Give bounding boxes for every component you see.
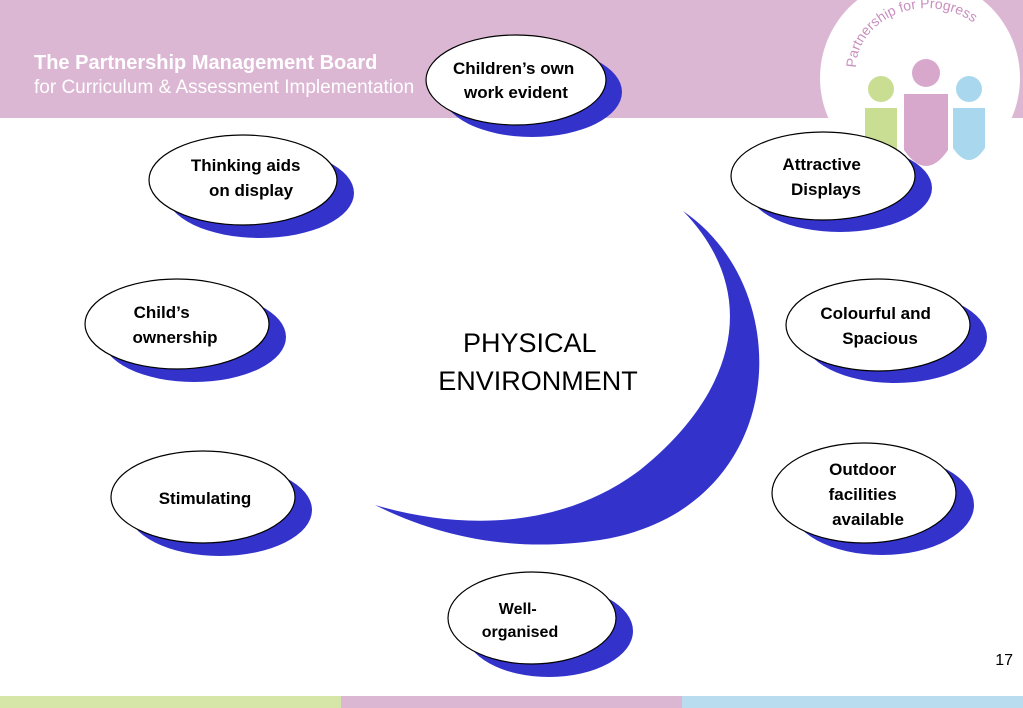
node-ellipse xyxy=(730,131,916,221)
node-colourful-spacious: Colourful and Spacious xyxy=(785,278,987,383)
node-ellipse xyxy=(84,278,270,370)
node-ellipse xyxy=(447,571,617,665)
node-well-organised: Well- organised xyxy=(447,571,633,677)
node-label: Children’s own work evident xyxy=(453,59,579,102)
node-childs-ownership: Child’s ownership xyxy=(84,278,286,382)
node-attractive-displays: Attractive Displays xyxy=(730,131,932,232)
node-ellipse xyxy=(425,34,607,126)
node-label: Stimulating xyxy=(159,489,252,508)
node-ellipse xyxy=(148,134,338,226)
footer-strip-blue xyxy=(682,696,1023,708)
node-label: Attractive Displays xyxy=(782,155,865,199)
center-label: PHYSICAL ENVIRONMENT xyxy=(438,328,638,396)
header-subtitle: for Curriculum & Assessment Implementati… xyxy=(34,77,415,98)
center-crescent-arc xyxy=(375,211,760,545)
node-label: Well- organised xyxy=(482,601,558,641)
node-ellipse xyxy=(771,442,957,544)
node-ellipse xyxy=(110,450,296,544)
center-label-line-1: PHYSICAL xyxy=(463,328,597,358)
node-label: Colourful and Spacious xyxy=(820,304,935,348)
footer-strip-green xyxy=(0,696,341,708)
header-title: The Partnership Management Board xyxy=(34,52,378,74)
center-label-line-2: ENVIRONMENT xyxy=(438,366,638,396)
node-childrens-own-work: Children’s own work evident xyxy=(425,34,622,137)
node-stimulating: Stimulating xyxy=(110,450,312,556)
node-thinking-aids: Thinking aids on display xyxy=(148,134,354,238)
node-label: Thinking aids on display xyxy=(191,156,305,200)
node-label: Outdoor facilities available xyxy=(829,460,904,529)
footer-strip-pink xyxy=(341,696,682,708)
node-label: Child’s ownership xyxy=(132,303,217,347)
page-number: 17 xyxy=(995,652,1013,669)
node-ellipse xyxy=(785,278,971,372)
node-outdoor-facilities: Outdoor facilities available xyxy=(771,442,974,555)
